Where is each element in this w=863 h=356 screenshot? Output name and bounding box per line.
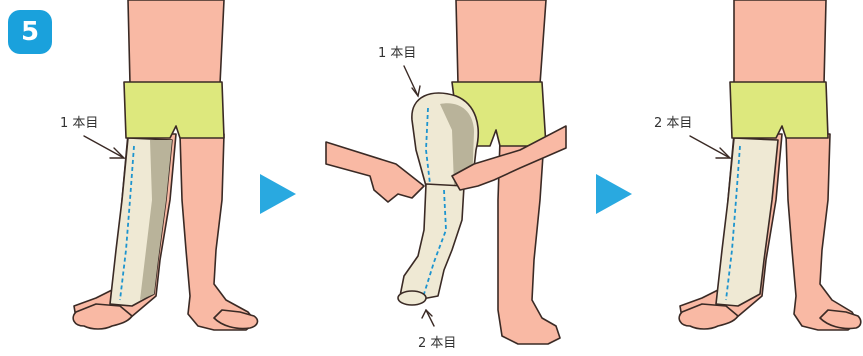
- right-leg-icon: [180, 134, 256, 330]
- panel1-first-label: 1 本目: [60, 112, 98, 131]
- thighs-icon: [128, 0, 224, 84]
- thighs-icon: [456, 0, 546, 84]
- right-leg-icon: [786, 134, 858, 330]
- shorts-icon: [730, 82, 828, 138]
- panel-2: [326, 0, 566, 344]
- panel-3: [679, 0, 861, 330]
- bandage-icon: [716, 138, 778, 306]
- left-hand-icon: [326, 142, 424, 202]
- panel-1: [73, 0, 257, 330]
- thighs-icon: [734, 0, 826, 84]
- next-arrow-icon: [596, 174, 632, 214]
- panel2-first-label: 1 本目: [378, 42, 416, 61]
- panel3-second-label: 2 本目: [654, 112, 692, 131]
- bandage-icon: [400, 184, 464, 302]
- panel2-second-label: 2 本目: [418, 332, 456, 351]
- next-arrow-icon: [260, 174, 296, 214]
- shorts-icon: [124, 82, 224, 138]
